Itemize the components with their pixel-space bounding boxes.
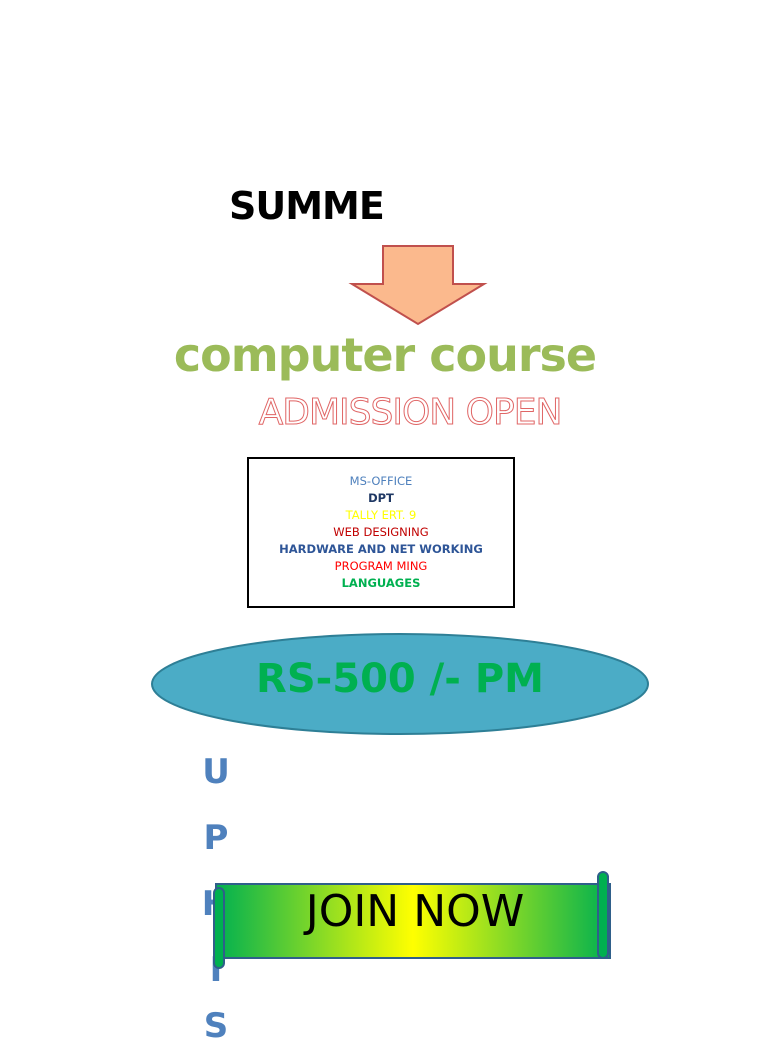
course-item-dpt: DPT	[368, 491, 394, 505]
vertical-letter: S	[203, 1006, 229, 1046]
course-list-box: MS-OFFICE DPT TALLY ERT. 9 WEB DESIGNING…	[247, 457, 515, 608]
join-now-banner[interactable]	[208, 868, 616, 972]
vertical-letter: U	[202, 752, 230, 792]
fee-text: RS-500 /- PM	[256, 656, 544, 702]
course-item-tally: TALLY ERT. 9	[345, 508, 417, 522]
fee-ellipse	[151, 633, 649, 735]
join-now-button[interactable]: JOIN NOW	[305, 886, 525, 937]
course-item-hardware-networking: HARDWARE AND NET WORKING	[279, 542, 483, 556]
course-title: computer course	[173, 328, 597, 382]
vertical-letter: P	[203, 818, 229, 858]
down-arrow-icon	[348, 245, 488, 326]
course-item-web-designing: WEB DESIGNING	[333, 525, 429, 539]
course-item-programming: PROGRAM MING	[334, 559, 428, 573]
course-item-ms-office: MS-OFFICE	[349, 474, 413, 488]
course-item-languages: LANGUAGES	[341, 576, 421, 590]
page-heading: SUMME	[229, 184, 385, 228]
admission-open-text: ADMISSION OPEN	[258, 392, 563, 434]
